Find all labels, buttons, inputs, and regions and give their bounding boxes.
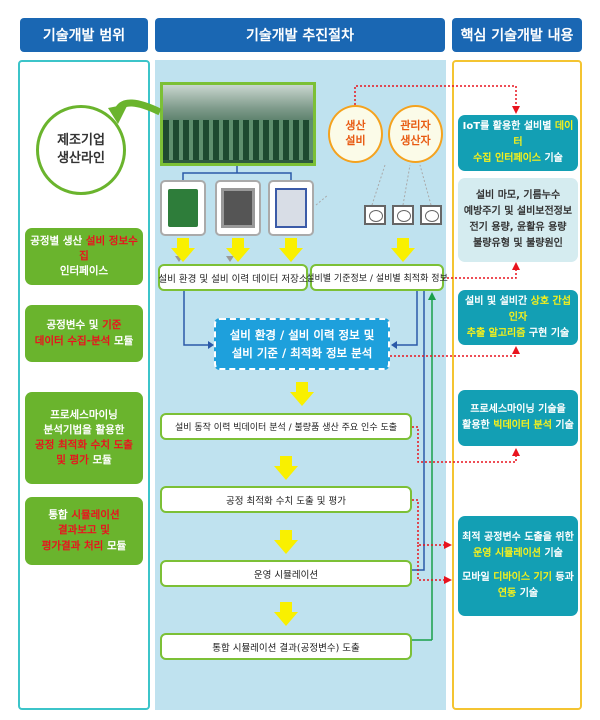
step-operation-simulation: 운영 시뮬레이션 [160, 560, 412, 587]
down-arrow-icon [391, 238, 415, 262]
monitor-icon [420, 205, 442, 225]
down-arrow-icon [279, 238, 303, 262]
header-core: 핵심 기술개발 내용 [452, 18, 582, 52]
header-scope: 기술개발 범위 [20, 18, 148, 52]
machine-image-2 [215, 180, 261, 236]
data-storage-box: 설비 환경 및 설비 이력 데이터 저장소 [158, 264, 308, 291]
header-process: 기술개발 추진절차 [155, 18, 445, 52]
down-arrow-icon [274, 530, 298, 554]
monitor-icon [392, 205, 414, 225]
down-arrow-icon [290, 382, 314, 406]
scope-column [18, 60, 150, 710]
step-integrated-result: 통합 시뮬레이션 결과(공정변수) 도출 [160, 633, 412, 660]
circle-line1: 제조기업 [57, 132, 105, 148]
step-bigdata-analysis: 설비 동작 이력 빅데이터 분석 / 불량품 생산 주요 인수 도출 [160, 413, 412, 440]
core-column [452, 60, 582, 710]
step-optimization: 공정 최적화 수치 도출 및 평가 [160, 486, 412, 513]
manufacturing-line-circle: 제조기업 생산라인 [36, 105, 126, 195]
factory-photo [160, 82, 316, 166]
down-arrow-icon [171, 238, 195, 262]
down-arrow-icon [274, 602, 298, 626]
reference-info-box: 설비별 기준정보 / 설비별 최적화 정보 [306, 264, 448, 291]
machine-image-3 [268, 180, 314, 236]
down-arrow-icon [226, 238, 250, 262]
machine-image-1 [160, 180, 206, 236]
circle-line2: 생산라인 [57, 151, 105, 166]
down-arrow-icon [274, 456, 298, 480]
monitor-icon [364, 205, 386, 225]
